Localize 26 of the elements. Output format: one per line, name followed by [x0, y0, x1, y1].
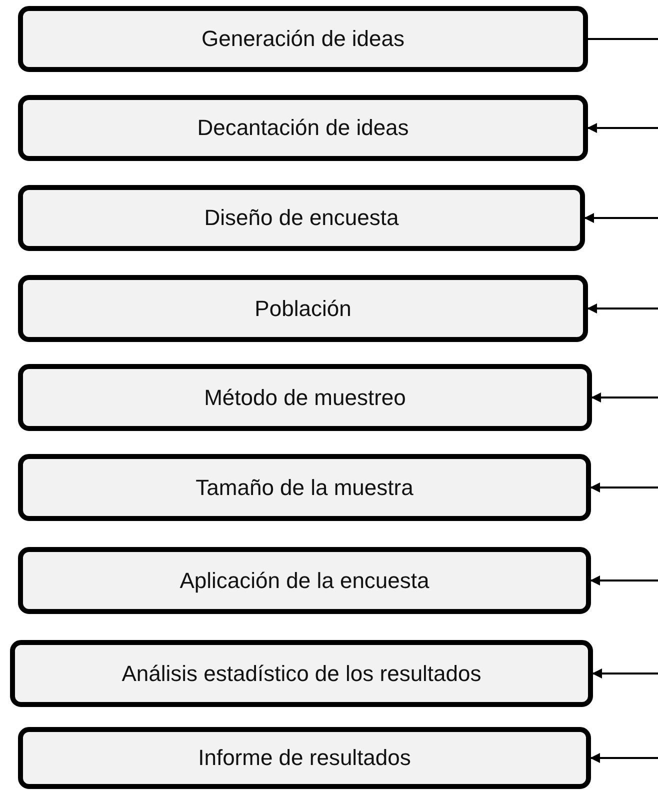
arrow: [592, 668, 658, 678]
arrow: [590, 576, 658, 586]
arrow: [587, 304, 658, 314]
process-box: [18, 727, 591, 789]
arrow: [590, 482, 658, 492]
step-label: Aplicación de la encuesta: [180, 568, 430, 594]
step-label: Tamaño de la muestra: [196, 474, 414, 500]
process-box: [18, 6, 588, 72]
arrow: [591, 392, 658, 402]
step-label: Decantación de ideas: [197, 115, 409, 141]
step-label: Informe de resultados: [198, 745, 411, 771]
process-box: [18, 364, 592, 431]
step-label: Generación de ideas: [201, 26, 405, 52]
process-box: [18, 95, 588, 161]
step-label: Análisis estadístico de los resultados: [122, 660, 482, 686]
process-box: [18, 547, 591, 614]
arrow: [587, 123, 658, 133]
step-label: Diseño de encuesta: [204, 205, 399, 231]
process-box: [10, 640, 593, 707]
step-label: Población: [254, 296, 352, 322]
step-label: Método de muestreo: [204, 384, 406, 410]
arrow: [590, 753, 658, 763]
process-box: [18, 275, 588, 342]
process-box: [18, 454, 591, 521]
process-box: [18, 185, 585, 251]
arrow: [584, 213, 658, 223]
